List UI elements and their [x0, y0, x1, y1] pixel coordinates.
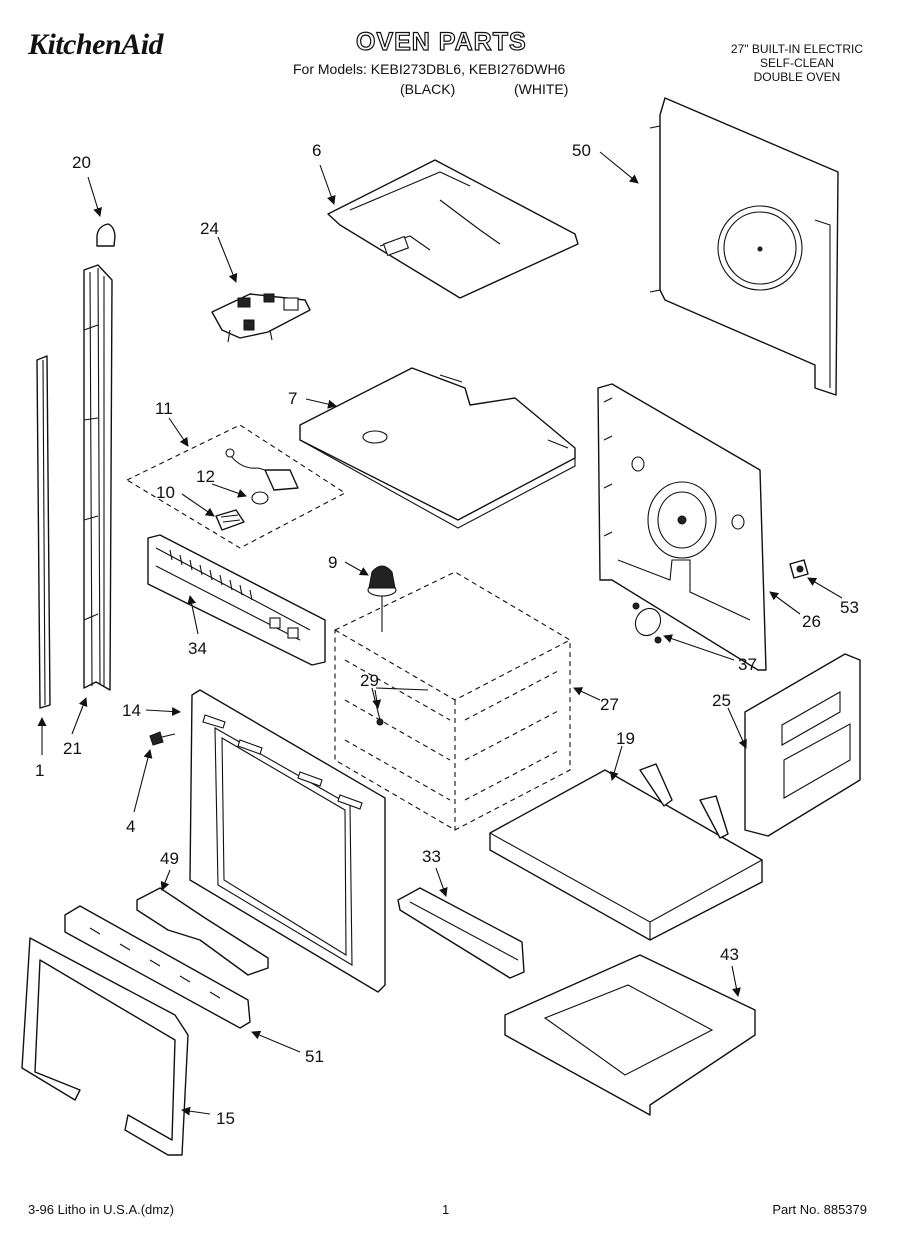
part-49-bracket	[136, 887, 269, 976]
callout-20: 20	[72, 153, 91, 172]
callout-37: 37	[738, 655, 757, 674]
callout-34: 34	[188, 639, 207, 658]
part-15-door-gasket	[21, 937, 189, 1156]
callout-26: 26	[802, 612, 821, 631]
variant-black-label: (BLACK)	[400, 81, 456, 97]
part-11-wiring-kit	[125, 424, 347, 549]
callout-51: 51	[305, 1047, 324, 1066]
part-29-element	[371, 687, 429, 726]
page-title: OVEN PARTS	[355, 27, 527, 56]
callout-9: 9	[328, 553, 337, 572]
brand-logo: KitchenAid	[28, 28, 164, 61]
part-14-front-frame	[189, 689, 386, 993]
callout-14: 14	[122, 701, 141, 720]
callout-43: 43	[720, 945, 739, 964]
description-line: SELF-CLEAN	[759, 56, 834, 70]
callout-6: 6	[312, 141, 321, 160]
part-34-control-strip	[147, 534, 326, 666]
part-7-top-panel	[299, 367, 576, 529]
part-1-side-rail	[36, 355, 51, 709]
callout-29: 29	[360, 671, 379, 690]
description-line: 27" BUILT-IN ELECTRIC	[730, 42, 863, 56]
part-37-sensor	[632, 602, 662, 644]
callout-21: 21	[63, 739, 82, 758]
callout-24: 24	[200, 219, 219, 238]
callout-labels: 20 24 6 50 11 7 12 10 9 34 29 27 26 53 3…	[35, 141, 859, 1128]
part-19-bottom-tray	[489, 763, 763, 941]
models-line: For Models: KEBI273DBL6, KEBI276DWH6	[293, 61, 566, 77]
part-4-screw	[149, 731, 176, 746]
part-24-switch-assembly	[211, 293, 311, 343]
callout-25: 25	[712, 691, 731, 710]
callout-27: 27	[600, 695, 619, 714]
part-9-thermostat	[367, 565, 397, 632]
callout-50: 50	[572, 141, 591, 160]
callout-7: 7	[288, 389, 297, 408]
part-27-oven-cavity	[334, 571, 571, 831]
callout-4: 4	[126, 817, 135, 836]
variant-white-label: (WHITE)	[514, 81, 569, 97]
callout-33: 33	[422, 847, 441, 866]
callout-53: 53	[840, 598, 859, 617]
callout-15: 15	[216, 1109, 235, 1128]
callout-19: 19	[616, 729, 635, 748]
callout-12: 12	[196, 467, 215, 486]
part-20-cap	[96, 223, 116, 247]
footer-page-number: 1	[442, 1202, 450, 1217]
description-line: DOUBLE OVEN	[753, 70, 841, 84]
appliance-description: 27" BUILT-IN ELECTRIC SELF-CLEAN DOUBLE …	[731, 42, 863, 84]
part-53-clip	[789, 559, 809, 579]
part-25-side-panel	[744, 653, 861, 837]
part-26-side-wall	[597, 383, 767, 671]
footer-part-number: Part No. 885379	[772, 1202, 867, 1217]
callout-11: 11	[155, 399, 173, 418]
footer-litho: 3-96 Litho in U.S.A.(dmz)	[28, 1202, 174, 1217]
callout-10: 10	[156, 483, 175, 502]
part-43-bottom-pan	[504, 954, 756, 1116]
part-51-vent-strip	[64, 905, 251, 1029]
part-6-top-shield	[327, 159, 579, 299]
part-21-door-trim	[83, 264, 113, 691]
part-33-bottom-rail	[397, 887, 525, 979]
callout-49: 49	[160, 849, 179, 868]
part-50-rear-panel	[649, 97, 839, 396]
callout-1: 1	[35, 761, 44, 780]
callout-arrows	[37, 151, 843, 1116]
